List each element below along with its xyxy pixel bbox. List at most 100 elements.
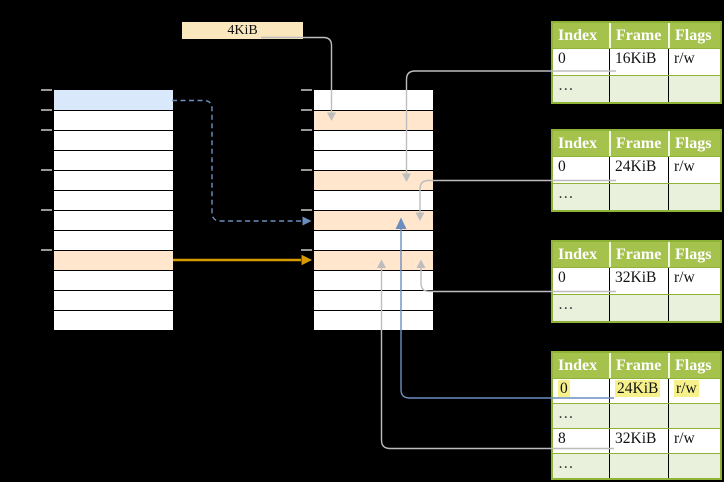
cell-text: 0 — [558, 158, 566, 175]
address-tick — [41, 209, 52, 211]
table-cell: r/w — [668, 379, 716, 403]
table-header-cell: Index — [558, 27, 598, 44]
arrowhead-virtualpage-right — [302, 216, 312, 226]
table-cell: … — [553, 295, 609, 321]
memory-row — [54, 310, 173, 330]
address-tick — [301, 89, 312, 91]
memory-row — [314, 150, 433, 170]
memory-row — [54, 150, 173, 170]
address-tick — [301, 129, 312, 131]
memory-row — [314, 290, 433, 310]
highlighted-cell-text: 0 — [558, 380, 570, 397]
table-row: … — [553, 403, 720, 428]
table-cell: 24KiB — [609, 379, 668, 403]
memory-row — [314, 90, 433, 110]
cell-text: r/w — [674, 158, 695, 175]
table-cell: … — [553, 76, 609, 102]
table-row: 0 24KiB r/w — [553, 156, 720, 183]
table-cell: 32KiB — [609, 268, 668, 294]
frame-address-label-text: 4KiB — [227, 23, 258, 38]
table-row: … — [553, 75, 720, 102]
table-cell: … — [553, 184, 609, 210]
memory-row — [54, 110, 173, 130]
table-cell: 24KiB — [609, 157, 668, 183]
memory-row — [314, 270, 433, 290]
table-header-cell: Flags — [668, 131, 716, 156]
address-tick — [41, 129, 52, 131]
table-cell: 0 — [553, 49, 609, 75]
memory-row — [54, 210, 173, 230]
cell-text: 0 — [558, 50, 566, 67]
arrowhead-virtualorange-right — [301, 254, 312, 266]
memory-row — [54, 270, 173, 290]
table-cell: 32KiB — [609, 429, 668, 453]
table-cell — [609, 295, 668, 321]
table-cell — [668, 76, 716, 102]
memory-row — [314, 310, 433, 330]
address-tick — [41, 249, 52, 251]
memory-row — [314, 130, 433, 150]
table-cell — [668, 295, 716, 321]
connector-virtualpage-to-frame24kib — [172, 99, 302, 222]
address-tick — [301, 249, 312, 251]
memory-row — [54, 250, 173, 270]
table-header-cell: Flags — [668, 353, 716, 378]
memory-row — [54, 170, 173, 190]
table-row: 0 24KiB r/w — [553, 378, 720, 403]
address-tick — [301, 169, 312, 171]
table-cell — [609, 184, 668, 210]
table-cell: 0 — [553, 379, 609, 403]
virtual-memory-column — [41, 89, 174, 331]
table-cell: … — [553, 454, 609, 478]
cell-text: 16KiB — [615, 50, 657, 67]
cell-text: … — [558, 455, 574, 472]
highlighted-cell-text: 24KiB — [615, 380, 661, 397]
cell-text: … — [558, 77, 574, 94]
memory-row — [314, 210, 433, 230]
cell-text: r/w — [674, 50, 695, 67]
table-cell: r/w — [668, 157, 716, 183]
memory-row — [314, 190, 433, 210]
physical-memory-column — [301, 89, 434, 331]
table-header-cell: Frame — [609, 23, 668, 48]
memory-row — [54, 130, 173, 150]
table-header-cell: Index — [558, 357, 598, 374]
memory-row — [54, 290, 173, 310]
memory-row — [314, 250, 433, 270]
table-cell: r/w — [668, 429, 716, 453]
table-cell: … — [553, 404, 609, 428]
cell-text: 24KiB — [615, 158, 657, 175]
table-header-cell: Flags — [668, 242, 716, 267]
memory-row — [54, 190, 173, 210]
cell-text: r/w — [674, 269, 695, 286]
table-cell: 0 — [553, 268, 609, 294]
address-tick — [41, 89, 52, 91]
cell-text: … — [558, 405, 574, 422]
frame-address-label-4kib: 4KiB — [182, 22, 303, 39]
table-row: … — [553, 453, 720, 478]
table-cell — [668, 184, 716, 210]
table-cell — [609, 76, 668, 102]
table-row: 0 16KiB r/w — [553, 48, 720, 75]
address-tick — [301, 209, 312, 211]
memory-row — [314, 170, 433, 190]
address-tick — [41, 109, 52, 111]
table-header-cell: Index — [558, 135, 598, 152]
table-cell — [668, 404, 716, 428]
highlighted-cell-text: r/w — [674, 380, 699, 397]
address-tick — [41, 169, 52, 171]
table-header-cell: Frame — [609, 353, 668, 378]
table-cell: 0 — [553, 157, 609, 183]
table-header-cell: Frame — [609, 242, 668, 267]
table-row: … — [553, 183, 720, 210]
table-cell: 8 — [553, 429, 609, 453]
cell-text: 8 — [558, 430, 566, 447]
table-header-cell: Flags — [668, 23, 716, 48]
